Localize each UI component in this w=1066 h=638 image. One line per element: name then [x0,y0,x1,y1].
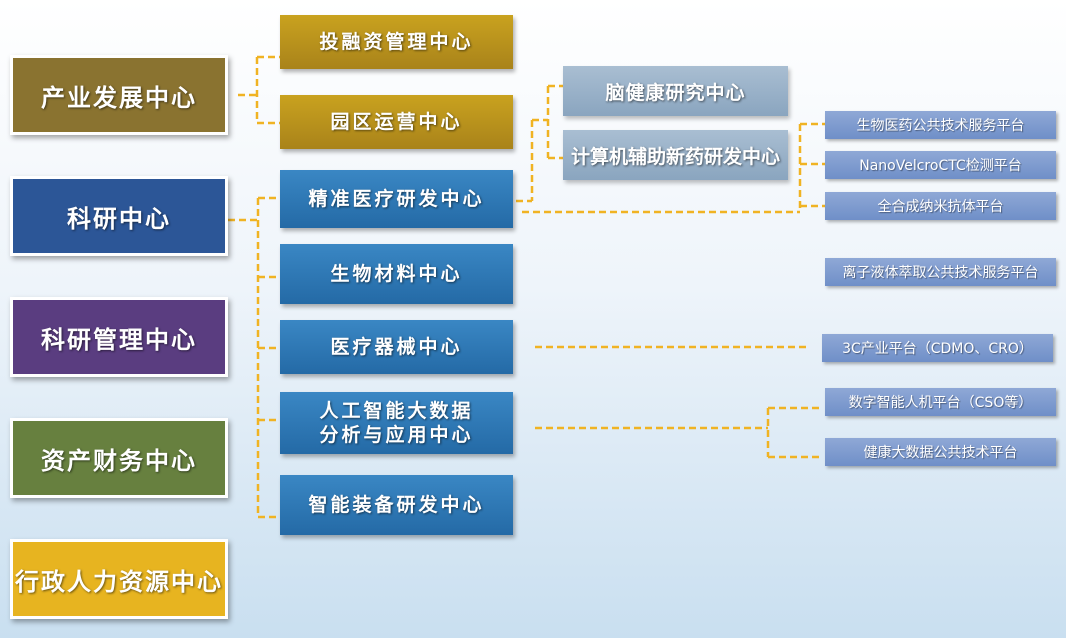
unit-biomaterials-label: 生物材料中心 [330,263,463,285]
platform-3c-industry[interactable]: 3C产业平台（CDMO、CRO） [822,334,1053,362]
unit-smart-equipment-label: 智能装备研发中心 [308,494,485,516]
platform-bio-pharma[interactable]: 生物医药公共技术服务平台 [825,111,1056,139]
dept-industry-development[interactable]: 产业发展中心 [10,55,228,135]
unit-biomaterials[interactable]: 生物材料中心 [280,244,513,304]
platform-nanovelcro[interactable]: NanoVelcroCTC检测平台 [825,151,1056,179]
platform-health-big-data-label: 健康大数据公共技术平台 [863,445,1018,461]
platform-3c-industry-label: 3C产业平台（CDMO、CRO） [842,341,1033,357]
dept-research-management[interactable]: 科研管理中心 [10,297,228,377]
unit-park-operations-label: 园区运营中心 [330,111,463,133]
unit-smart-equipment[interactable]: 智能装备研发中心 [280,475,513,535]
dept-industry-development-label: 产业发展中心 [41,83,197,112]
unit-precision-medicine-label: 精准医疗研发中心 [308,188,485,210]
unit-computer-aided-drug[interactable]: 计算机辅助新药研发中心 [563,130,788,180]
platform-ionic-liquid-label: 离子液体萃取公共技术服务平台 [842,265,1039,281]
platform-health-big-data[interactable]: 健康大数据公共技术平台 [825,438,1056,466]
unit-investment-management[interactable]: 投融资管理中心 [280,15,513,69]
unit-precision-medicine[interactable]: 精准医疗研发中心 [280,170,513,228]
unit-ai-big-data-label: 人工智能大数据分析与应用中心 [319,400,474,446]
platform-digital-intelligence[interactable]: 数字智能人机平台（CSO等） [825,388,1056,416]
unit-medical-devices[interactable]: 医疗器械中心 [280,320,513,374]
platform-nanovelcro-label: NanoVelcroCTC检测平台 [859,158,1022,174]
dept-admin-hr-label: 行政人力资源中心 [15,567,223,596]
dept-assets-finance[interactable]: 资产财务中心 [10,418,228,498]
unit-brain-health[interactable]: 脑健康研究中心 [563,66,788,116]
dept-research[interactable]: 科研中心 [10,176,228,256]
dept-research-label: 科研中心 [67,204,171,233]
unit-medical-devices-label: 医疗器械中心 [330,336,463,358]
dept-research-management-label: 科研管理中心 [41,325,197,354]
unit-ai-big-data[interactable]: 人工智能大数据分析与应用中心 [280,392,513,454]
unit-computer-aided-drug-label: 计算机辅助新药研发中心 [570,145,780,168]
unit-investment-management-label: 投融资管理中心 [319,31,474,53]
dept-admin-hr[interactable]: 行政人力资源中心 [10,539,228,619]
platform-bio-pharma-label: 生物医药公共技术服务平台 [856,118,1025,134]
dept-assets-finance-label: 资产财务中心 [41,446,197,475]
unit-park-operations[interactable]: 园区运营中心 [280,95,513,149]
platform-ionic-liquid[interactable]: 离子液体萃取公共技术服务平台 [825,258,1056,286]
platform-digital-intelligence-label: 数字智能人机平台（CSO等） [848,395,1033,411]
unit-brain-health-label: 脑健康研究中心 [605,81,746,104]
platform-nano-antibody-label: 全合成纳米抗体平台 [877,199,1004,215]
platform-nano-antibody[interactable]: 全合成纳米抗体平台 [825,192,1056,220]
